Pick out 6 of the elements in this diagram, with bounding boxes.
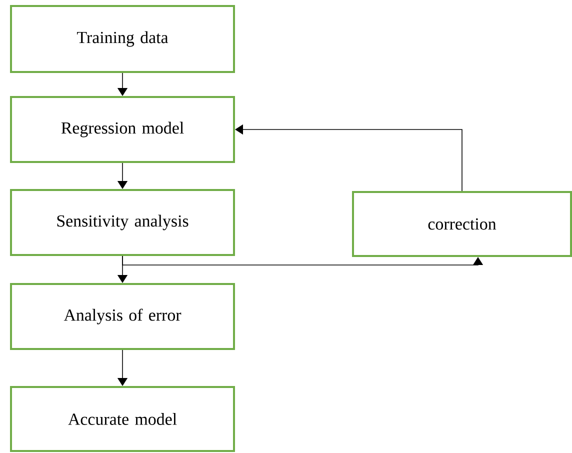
process-box: Sensitivity analysis <box>10 189 235 256</box>
process-box: correction <box>352 191 572 257</box>
process-box: Analysis of error <box>10 283 235 350</box>
process-box: Training data <box>10 5 235 73</box>
process-box: Accurate model <box>10 386 235 452</box>
process-box: Regression model <box>10 96 235 163</box>
